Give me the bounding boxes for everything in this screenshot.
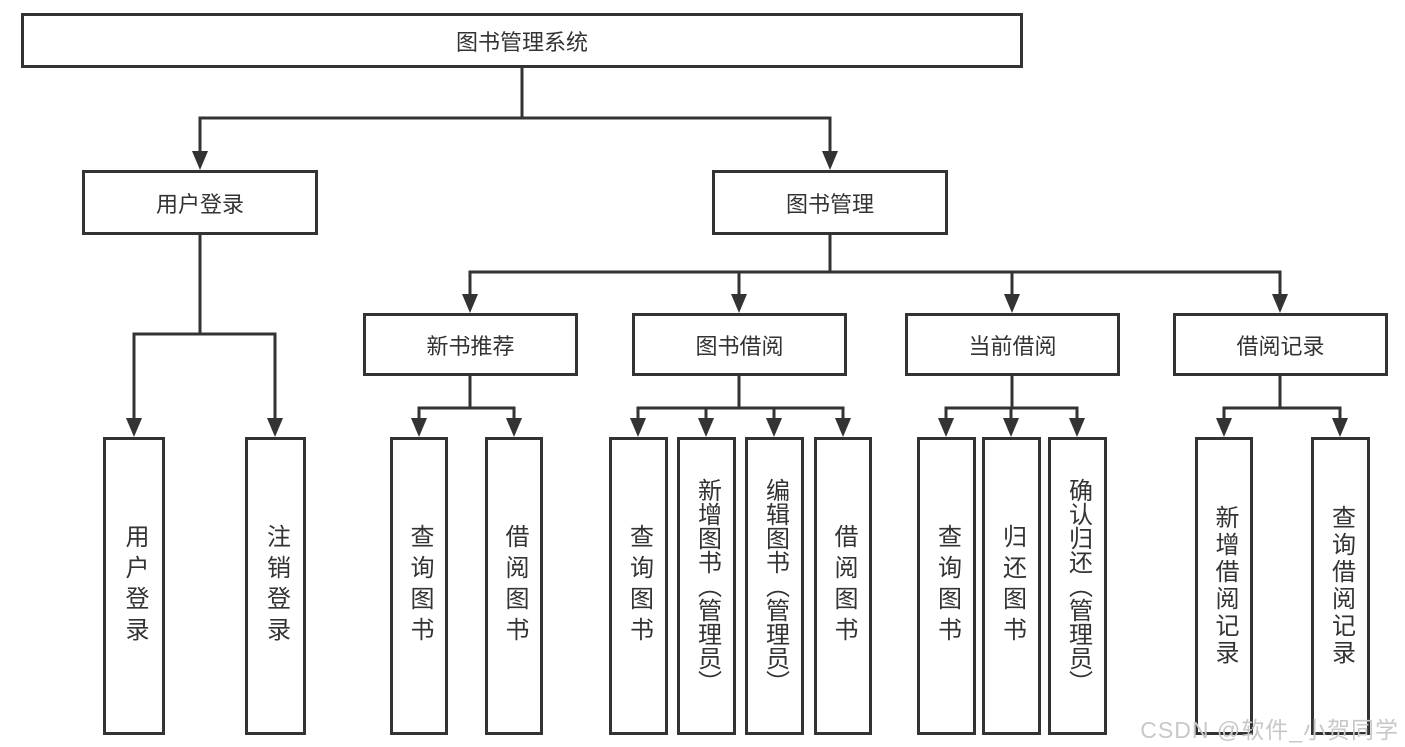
node-label: 查询图书 [933,524,961,648]
leaf-add-book-admin: 新增图书（管理员） [677,437,736,735]
arrow-head [938,418,954,437]
leaf-user-login: 用户登录 [103,437,165,735]
node-label: 借阅图书 [501,524,528,648]
leaf-add-borrow-record: 新增借阅记录 [1195,437,1253,735]
leaf-query-books-borrowing: 查询图书 [609,437,668,735]
node-label: 确认归还（管理员） [1064,478,1092,694]
leaf-logout: 注销登录 [245,437,306,735]
arrow-head [630,418,646,437]
node-library-system: 图书管理系统 [21,13,1023,68]
watermark-text: CSDN @软件_小贺同学 [1140,717,1399,743]
arrow-head [835,418,851,437]
node-label: 查询借阅记录 [1327,505,1355,667]
node-book-management: 图书管理 [712,170,948,235]
node-new-book-recommend: 新书推荐 [363,313,578,376]
arrow-head [1069,418,1085,437]
node-label: 当前借阅 [968,333,1057,359]
node-label: 图书借阅 [695,333,784,359]
leaf-query-borrow-record: 查询借阅记录 [1311,437,1370,735]
node-label: 查询图书 [625,524,653,648]
connector-book-borrow-to-leaves [636,376,845,421]
leaf-edit-book-admin: 编辑图书（管理员） [745,437,804,735]
node-user-login: 用户登录 [82,170,318,235]
arrow-head [1216,418,1232,437]
arrow-head [126,418,142,437]
arrow-head [1272,294,1288,313]
arrow-head [411,418,427,437]
node-borrowing-records: 借阅记录 [1173,313,1388,376]
node-current-borrowing: 当前借阅 [905,313,1120,376]
node-label: 借阅图书 [830,524,857,648]
connector-current-borrow-to-leaves [944,376,1079,421]
node-label: 编辑图书（管理员） [761,478,789,694]
arrow-head [766,418,782,437]
node-label: 新书推荐 [426,333,515,359]
connector-user-login-to-leaves [132,235,277,421]
connector-new-book-rec-to-leaves [417,376,516,421]
node-book-borrowing: 图书借阅 [632,313,847,376]
leaf-query-books-recommend: 查询图书 [390,437,448,735]
node-label: 借阅记录 [1236,333,1325,359]
connector-book-mgmt-to-level3 [468,235,1282,297]
node-label: 图书管理系统 [455,29,588,55]
connector-root-to-level2 [198,68,832,154]
arrow-head [698,418,714,437]
node-label: 查询图书 [406,524,433,648]
arrow-head [1332,418,1348,437]
arrow-head [192,151,208,170]
arrow-head [462,294,478,313]
node-label: 新增图书（管理员） [693,478,721,694]
arrow-head [822,151,838,170]
node-label: 图书管理 [785,191,874,217]
leaf-return-books: 归还图书 [982,437,1041,735]
arrow-head [1003,418,1019,437]
arrow-head [506,418,522,437]
node-label: 归还图书 [998,524,1026,648]
leaf-query-books-current: 查询图书 [917,437,976,735]
leaf-borrow-books: 借阅图书 [814,437,872,735]
arrow-head [267,418,283,437]
node-label: 用户登录 [155,191,244,217]
connector-borrow-record-to-leaves [1222,376,1342,421]
arrow-head [731,294,747,313]
node-label: 新增借阅记录 [1211,505,1238,667]
arrow-head [1004,294,1020,313]
node-label: 注销登录 [262,524,290,648]
node-label: 用户登录 [121,524,148,648]
leaf-borrow-books-recommend: 借阅图书 [485,437,543,735]
leaf-confirm-return-admin: 确认归还（管理员） [1048,437,1107,735]
